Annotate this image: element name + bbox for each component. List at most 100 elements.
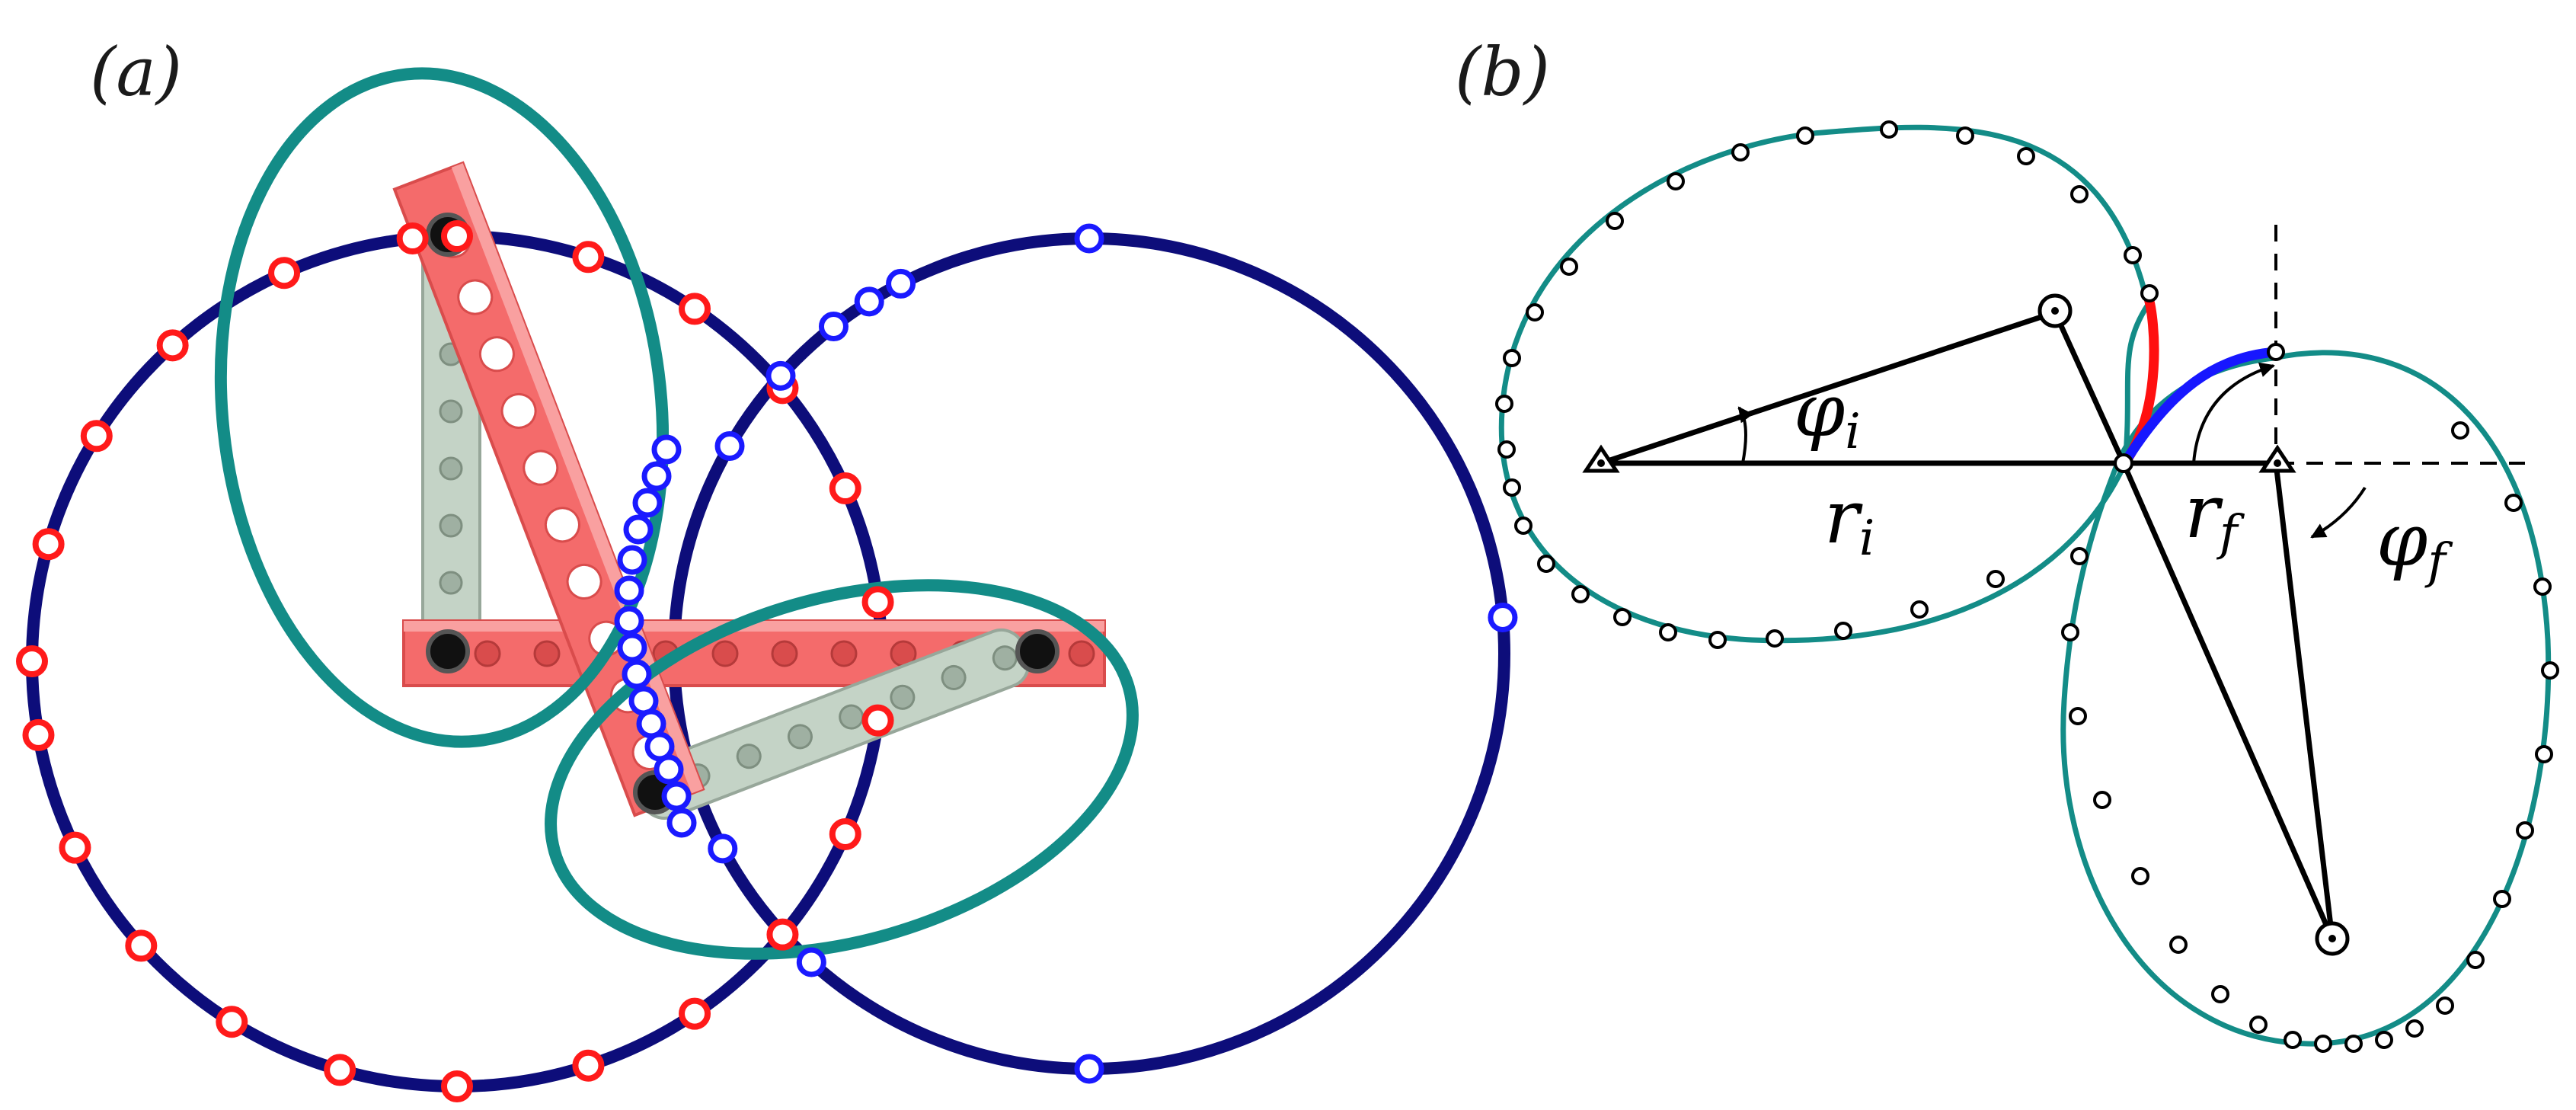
curve-sample-point <box>2017 147 2035 165</box>
curve-sample-point <box>1667 172 1685 190</box>
curve-sample-point <box>2436 996 2454 1015</box>
link-lower <box>2121 462 2335 940</box>
blue-marker <box>854 286 884 317</box>
blue-marker <box>1074 223 1104 254</box>
link-ri <box>1600 309 2057 466</box>
blue-marker-group <box>614 223 1518 1084</box>
curve-sample-point <box>1956 126 1974 145</box>
curve-sample-point <box>1503 478 1521 497</box>
curve-sample-point <box>1986 570 2005 588</box>
curve-sample-point <box>1537 555 1555 573</box>
fixed-pivot-left <box>1582 444 1620 473</box>
curve-sample-point <box>1834 622 1852 640</box>
joint-bottom-left <box>426 629 470 673</box>
panel-b-label: (b) <box>1455 33 1550 111</box>
lego-hole <box>439 456 463 481</box>
red-marker <box>59 831 91 864</box>
curve-sample-point <box>2493 890 2511 908</box>
red-marker <box>324 1054 356 1086</box>
curve-sample-point <box>1731 143 1750 162</box>
blue-marker <box>623 514 654 545</box>
lego-hole <box>439 571 463 595</box>
curve-sample-points <box>1495 120 2559 1053</box>
curve-sample-point <box>2375 1031 2393 1049</box>
red-marker <box>396 222 429 255</box>
curve-sample-point <box>1514 517 1532 535</box>
right-teal-ellipse <box>545 579 1139 960</box>
blue-marker <box>765 360 796 391</box>
lego-hole <box>544 507 580 543</box>
blue-marker <box>617 632 647 663</box>
phi-f-arrow-right <box>2310 486 2367 539</box>
moving-joint-lower <box>2315 921 2350 956</box>
curve-sample-point <box>1503 349 1521 367</box>
curve-sample-point <box>2061 623 2079 641</box>
lego-hole <box>711 640 739 667</box>
phi-f-arrow-top <box>2192 362 2275 464</box>
blue-marker <box>651 434 682 465</box>
curve-sample-point <box>2211 985 2229 1003</box>
lego-hole <box>533 640 561 667</box>
curve-sample-point <box>2466 951 2485 969</box>
curve-sample-point <box>1796 126 1814 145</box>
left-teal-ellipse <box>214 67 670 748</box>
lego-hole <box>457 279 494 315</box>
panel-a-label: (a) <box>90 33 182 111</box>
blue-marker <box>614 575 644 606</box>
blue-marker <box>708 833 738 864</box>
red-marker <box>829 472 861 505</box>
curve-sample-point <box>2140 284 2159 302</box>
red-marker <box>766 918 799 951</box>
lego-hole <box>839 704 865 730</box>
lego-linkage <box>392 161 1106 820</box>
lego-hole <box>1068 640 1095 667</box>
blue-marker <box>617 545 647 575</box>
joint-right <box>1015 629 1059 673</box>
curve-sample-point <box>1497 440 1516 459</box>
lego-hole <box>474 640 501 667</box>
curve-sample-point <box>1910 600 1929 619</box>
curve-sample-point <box>2069 707 2087 725</box>
blue-marker <box>622 659 652 689</box>
curve-sample-point <box>2131 867 2149 885</box>
curve-sample-point <box>2504 494 2523 512</box>
phi-i-label: φi <box>1794 368 1861 460</box>
red-marker <box>32 528 65 561</box>
red-marker <box>80 420 113 453</box>
lego-hole <box>941 664 967 690</box>
contact-point <box>2114 453 2133 473</box>
curve-sample-point <box>2314 1035 2332 1053</box>
blue-arc-end-point <box>2267 343 2285 361</box>
curve-sample-point <box>2093 791 2111 809</box>
curve-sample-point <box>2541 661 2559 680</box>
red-marker <box>216 1006 248 1038</box>
curve-sample-point <box>1708 631 1727 649</box>
fixed-pivot-right <box>2258 444 2296 473</box>
lego-hole <box>787 724 813 750</box>
blue-marker <box>641 461 672 491</box>
red-marker <box>441 220 473 252</box>
red-marker <box>441 1070 473 1102</box>
lego-hole <box>830 640 858 667</box>
red-marker <box>829 817 861 850</box>
curve-sample-point <box>1659 623 1677 641</box>
lego-hole <box>500 392 537 429</box>
r-f-label: rf <box>2184 469 2245 561</box>
lego-hole <box>478 336 515 373</box>
curve-sample-point <box>1526 303 1544 321</box>
blue-marker <box>714 431 745 461</box>
curve-sample-point <box>2535 745 2553 763</box>
blue-marker <box>614 606 644 636</box>
curve-sample-point <box>1495 395 1513 413</box>
blue-marker <box>1074 1054 1104 1084</box>
curve-sample-point <box>1571 585 1590 603</box>
red-marker <box>679 293 711 325</box>
lego-hole <box>736 744 762 769</box>
curve-sample-point <box>2070 185 2089 203</box>
red-marker <box>861 704 894 737</box>
curve-sample-point <box>2344 1035 2363 1053</box>
red-marker <box>125 929 158 962</box>
red-marker <box>679 997 711 1030</box>
red-marker <box>572 241 605 274</box>
